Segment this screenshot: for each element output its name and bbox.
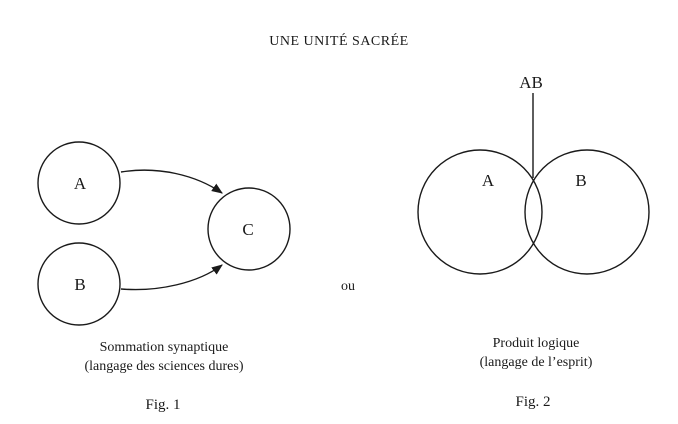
figure-2: AB A B Produit logique (langage de l’esp… <box>417 73 650 410</box>
fig2-caption-line1: Produit logique <box>493 336 580 351</box>
set-a-label: A <box>482 171 495 190</box>
intersection-label: AB <box>519 73 543 92</box>
set-a-circle <box>417 149 543 275</box>
fig1-caption-line2: (langage des sciences dures) <box>85 359 244 374</box>
arrow-b-to-c <box>120 264 223 291</box>
fig1-label: Fig. 1 <box>145 397 180 413</box>
connector-text: ou <box>341 279 355 294</box>
page-title: UNE UNITÉ SACRÉE <box>269 32 408 49</box>
node-a-label: A <box>74 174 87 193</box>
fig2-label: Fig. 2 <box>515 394 550 410</box>
arrow-a-to-c <box>120 169 223 194</box>
node-c-circle <box>207 187 291 271</box>
fig1-caption-line1: Sommation synaptique <box>100 340 229 355</box>
set-b-label: B <box>575 171 586 190</box>
figure-1: A B C Sommation synaptique (langage des … <box>37 141 291 413</box>
set-b-circle <box>524 149 650 275</box>
node-a-circle <box>37 141 121 225</box>
node-b-label: B <box>74 275 85 294</box>
fig2-caption-line2: (langage de l’esprit) <box>480 355 593 370</box>
node-c-label: C <box>242 220 253 239</box>
node-b-circle <box>37 242 121 326</box>
